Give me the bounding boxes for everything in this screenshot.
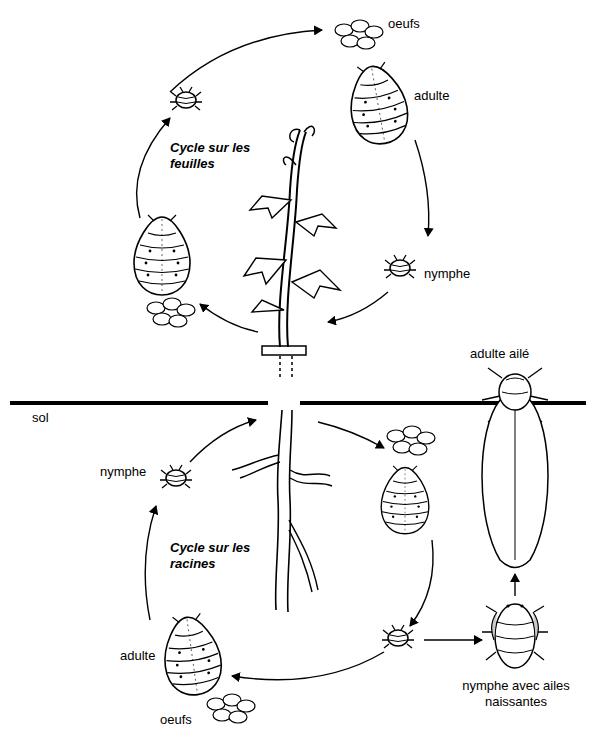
ground-label: sol	[32, 410, 49, 426]
stage-label: oeufs	[388, 16, 420, 32]
stage-label: nymphe	[424, 266, 470, 282]
stage-label: nymphe avec ailes naissantes	[448, 678, 584, 710]
stage-label: nymphe	[100, 464, 146, 480]
stage-label: adulte	[414, 88, 449, 104]
stage-label: oeufs	[160, 712, 192, 728]
stage-label: adulte ailé	[470, 346, 529, 362]
stage-label: adulte	[120, 648, 155, 664]
cycle-title: Cycle sur les feuilles	[170, 140, 276, 172]
cycle-title: Cycle sur les racines	[170, 540, 270, 572]
